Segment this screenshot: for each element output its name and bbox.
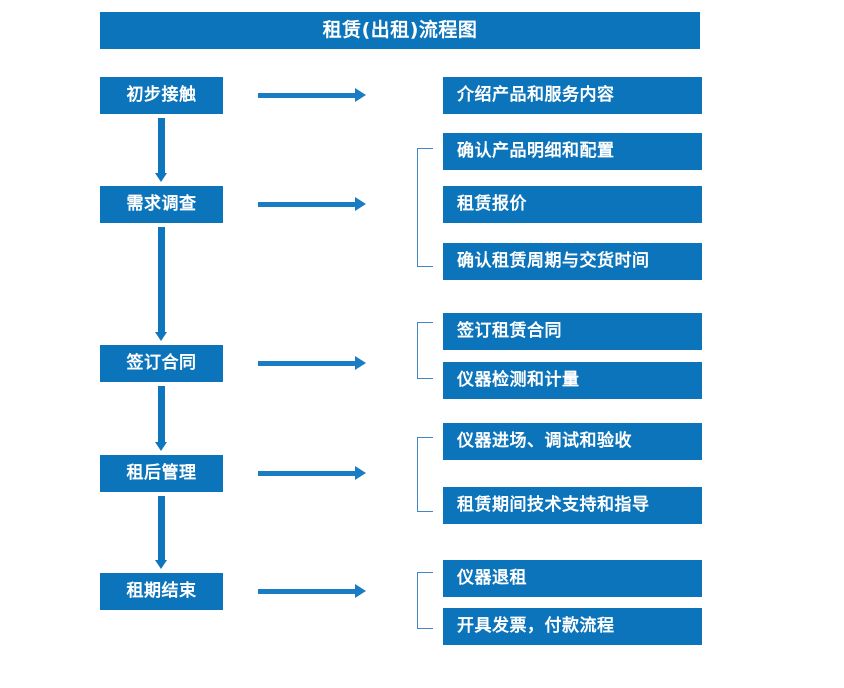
stage-box-5[interactable]: 租期结束 bbox=[100, 573, 223, 610]
down-arrow-icon-2 bbox=[155, 227, 168, 341]
right-arrow-icon-5 bbox=[258, 584, 366, 598]
arrow-head bbox=[355, 88, 366, 102]
group-bracket-2 bbox=[417, 322, 433, 379]
detail-box-8[interactable]: 租赁期间技术支持和指导 bbox=[443, 487, 702, 524]
detail-box-10[interactable]: 开具发票，付款流程 bbox=[443, 608, 702, 645]
right-arrow-icon-3 bbox=[258, 356, 366, 370]
detail-box-1[interactable]: 介绍产品和服务内容 bbox=[443, 77, 702, 114]
detail-box-9[interactable]: 仪器退租 bbox=[443, 560, 702, 597]
arrow-head bbox=[155, 560, 167, 569]
detail-box-5[interactable]: 签订租赁合同 bbox=[443, 313, 702, 350]
down-arrow-icon-4 bbox=[155, 496, 168, 569]
detail-box-6[interactable]: 仪器检测和计量 bbox=[443, 362, 702, 399]
arrow-head bbox=[155, 442, 167, 451]
arrow-shaft bbox=[158, 386, 165, 442]
arrow-head bbox=[355, 356, 366, 370]
arrow-shaft bbox=[258, 202, 355, 207]
group-bracket-4 bbox=[417, 572, 433, 629]
detail-box-7[interactable]: 仪器进场、调试和验收 bbox=[443, 423, 702, 460]
right-arrow-icon-4 bbox=[258, 466, 366, 480]
group-bracket-1 bbox=[417, 148, 433, 267]
detail-box-4[interactable]: 确认租赁周期与交货时间 bbox=[443, 243, 702, 280]
arrow-shaft bbox=[158, 118, 165, 173]
arrow-shaft bbox=[258, 471, 355, 476]
arrow-head bbox=[355, 584, 366, 598]
arrow-head bbox=[155, 173, 167, 182]
arrow-shaft bbox=[258, 361, 355, 366]
down-arrow-icon-1 bbox=[155, 118, 168, 182]
stage-box-3[interactable]: 签订合同 bbox=[100, 345, 223, 382]
right-arrow-icon-2 bbox=[258, 197, 366, 211]
arrow-head bbox=[355, 466, 366, 480]
arrow-shaft bbox=[258, 589, 355, 594]
arrow-shaft bbox=[258, 93, 355, 98]
stage-box-2[interactable]: 需求调查 bbox=[100, 186, 223, 223]
stage-box-1[interactable]: 初步接触 bbox=[100, 77, 223, 114]
arrow-shaft bbox=[158, 496, 165, 560]
right-arrow-icon-1 bbox=[258, 88, 366, 102]
detail-box-2[interactable]: 确认产品明细和配置 bbox=[443, 133, 702, 170]
detail-box-3[interactable]: 租赁报价 bbox=[443, 186, 702, 223]
arrow-shaft bbox=[158, 227, 165, 332]
down-arrow-icon-3 bbox=[155, 386, 168, 451]
stage-box-4[interactable]: 租后管理 bbox=[100, 455, 223, 492]
group-bracket-3 bbox=[417, 437, 433, 512]
arrow-head bbox=[155, 332, 167, 341]
flowchart-title: 租赁(出租)流程图 bbox=[100, 12, 700, 49]
arrow-head bbox=[355, 197, 366, 211]
